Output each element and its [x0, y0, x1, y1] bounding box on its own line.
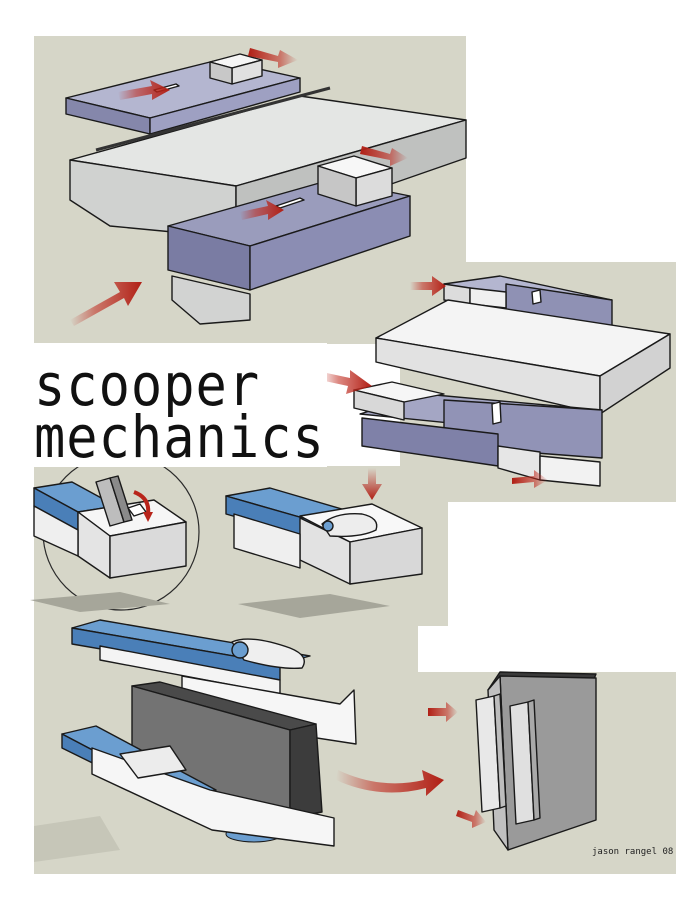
- title-line-1: scooper: [34, 352, 261, 420]
- arrows-housing: [428, 702, 486, 828]
- latch-detail-circle: [30, 453, 200, 612]
- blade-housing: [475, 671, 597, 851]
- artist-credit: jason rangel 08: [592, 847, 674, 857]
- arrow-bottom: [336, 770, 444, 796]
- assembly-exploded-top: [65, 53, 467, 325]
- arrows-top: [70, 48, 408, 326]
- assembly-exploded-middle: [353, 275, 671, 487]
- title-panel: scooper mechanics: [24, 343, 327, 467]
- scooper-exploded-bottom: [34, 619, 357, 862]
- arrows-middle: [320, 276, 548, 500]
- latch-closed: [225, 487, 423, 618]
- title-line-2: mechanics: [34, 404, 325, 472]
